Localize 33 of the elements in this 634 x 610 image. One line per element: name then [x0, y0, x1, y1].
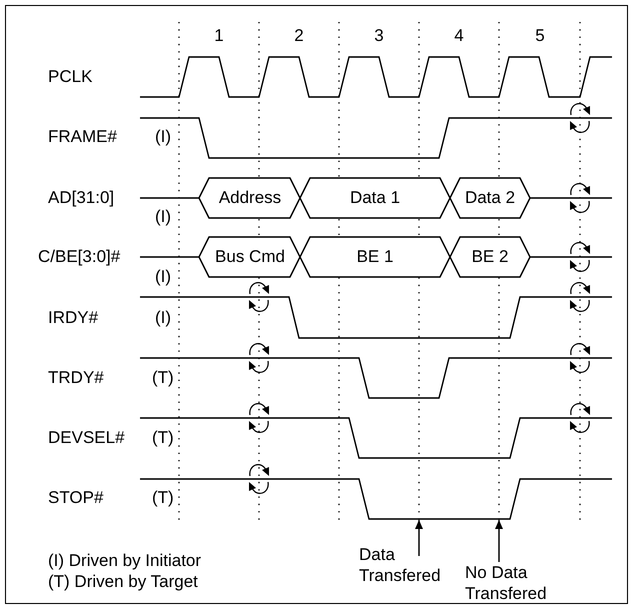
cycle-number: 2: [294, 26, 304, 46]
bus-value: Data 1: [350, 188, 400, 208]
note: (T) Driven by Target: [48, 572, 198, 592]
driver-tag: (I): [155, 267, 172, 287]
signal-name: AD[31:0]: [48, 188, 114, 208]
driver-tag: (I): [155, 127, 172, 147]
driver-tag: (T): [152, 428, 174, 448]
driver-tag: (T): [152, 488, 174, 508]
waveform-drawing: [140, 464, 612, 520]
note: (I) Driven by Initiator: [48, 551, 202, 571]
signal-name: IRDY#: [48, 308, 98, 328]
driver-tag: (I): [155, 207, 172, 227]
signal-name: STOP#: [48, 488, 104, 508]
signal-name: DEVSEL#: [48, 428, 125, 448]
signal-name: PCLK: [48, 67, 92, 87]
signal-name: TRDY#: [48, 368, 104, 388]
cycle-number: 1: [214, 26, 224, 46]
signal-name: C/BE[3:0]#: [38, 247, 120, 267]
bus-value: Data 2: [464, 188, 516, 208]
annotation-text: No Data Transfered: [465, 562, 547, 604]
arrow: [495, 520, 503, 562]
bus-value: BE 2: [472, 247, 508, 267]
annotation-text: Data Transfered: [359, 544, 441, 586]
cycle-number: 5: [535, 26, 545, 46]
bus-value: BE 1: [356, 247, 394, 267]
arrow: [415, 520, 423, 556]
bus-value: Address: [218, 188, 282, 208]
driver-tag: (T): [152, 368, 174, 388]
driver-tag: (I): [155, 308, 172, 328]
cycle-number: 4: [454, 26, 464, 46]
cycle-number: 3: [374, 26, 384, 46]
signal-name: FRAME#: [48, 127, 117, 147]
bus-value: Bus Cmd: [215, 247, 285, 267]
